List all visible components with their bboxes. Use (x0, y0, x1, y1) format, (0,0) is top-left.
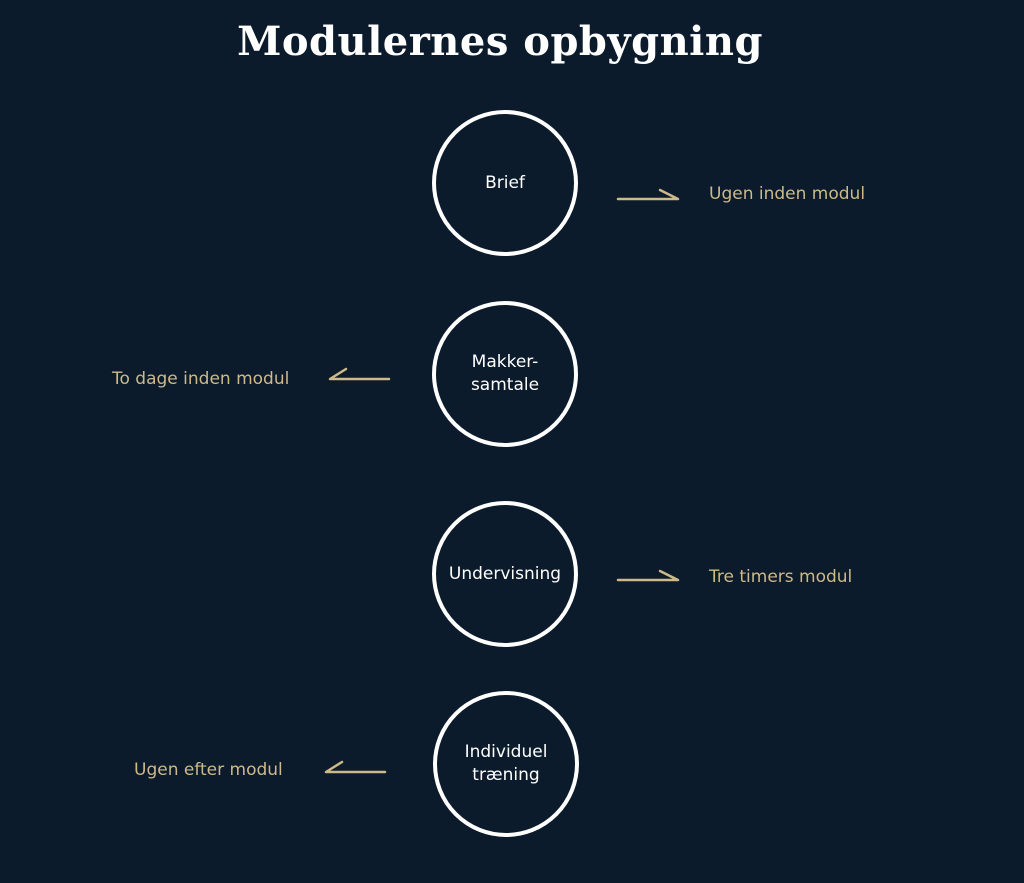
step-label: Brief (485, 172, 525, 193)
step-note: Ugen inden modul (709, 184, 866, 204)
arrow-right-icon (616, 569, 680, 582)
step-note: To dage inden modul (112, 369, 290, 389)
step-label: Makker- samtale (470, 352, 540, 395)
arrow-left-icon (324, 760, 387, 774)
step-note: Tre timers modul (709, 567, 853, 587)
step-circle-brief: Brief (432, 110, 578, 256)
step-note: Ugen efter modul (134, 760, 283, 780)
step-circle-undervisning: Undervisning (432, 501, 578, 647)
step-label: Individuel træning (464, 742, 548, 785)
step-label: Undervisning (448, 563, 562, 584)
arrow-right-icon (616, 188, 680, 201)
arrow-left-icon (328, 367, 391, 381)
page-title: Modulernes opbygning (237, 18, 763, 65)
step-circle-makkersamtale: Makker- samtale (432, 301, 578, 447)
step-circle-individuel-traening: Individuel træning (433, 691, 579, 837)
